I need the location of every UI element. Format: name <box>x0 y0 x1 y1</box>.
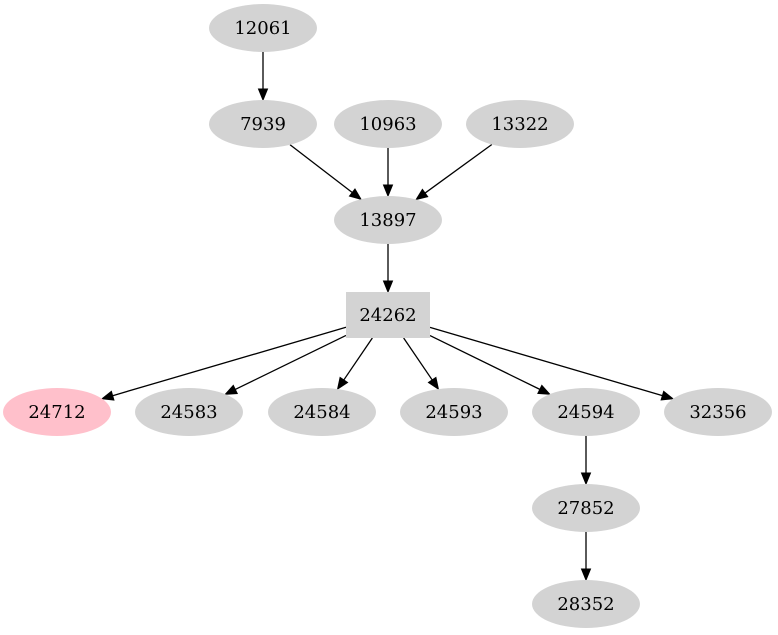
edge-24262-24583 <box>224 334 347 395</box>
arrowhead <box>660 390 675 401</box>
node-ellipse <box>209 4 317 52</box>
node-label: 24262 <box>359 305 416 326</box>
edge-24262-24584 <box>336 337 373 391</box>
arrowhead <box>382 280 394 294</box>
arrowhead <box>100 390 115 401</box>
arrowhead <box>415 188 429 201</box>
node-32356: 32356 <box>664 388 772 436</box>
edge-line <box>343 337 373 381</box>
arrowhead <box>336 376 349 391</box>
node-24593: 24593 <box>400 388 508 436</box>
arrowhead <box>257 88 269 102</box>
edge-line <box>234 334 347 391</box>
node-label: 12061 <box>234 18 291 39</box>
arrowhead <box>537 384 551 395</box>
node-24594: 24594 <box>532 388 640 436</box>
node-label: 28352 <box>557 594 614 615</box>
edge-24262-24593 <box>403 337 440 391</box>
edge-line <box>429 334 541 390</box>
node-ellipse <box>268 388 376 436</box>
arrowhead <box>580 568 592 582</box>
edge-13897-24262 <box>382 244 394 294</box>
node-label: 24584 <box>293 402 350 423</box>
edge-12061-7939 <box>257 52 269 102</box>
edge-24262-24594 <box>429 334 551 395</box>
node-label: 10963 <box>359 114 416 135</box>
node-label: 13897 <box>359 210 416 231</box>
edge-line <box>424 143 493 194</box>
node-label: 7939 <box>240 114 286 135</box>
node-ellipse <box>135 388 243 436</box>
node-7939: 7939 <box>209 100 317 148</box>
node-ellipse <box>334 100 442 148</box>
node-label: 24712 <box>28 402 85 423</box>
arrowhead <box>427 376 440 391</box>
edge-24262-24712 <box>100 326 347 401</box>
edge-24594-27852 <box>580 436 592 486</box>
edge-line <box>289 144 353 194</box>
node-ellipse <box>532 484 640 532</box>
node-label: 24583 <box>160 402 217 423</box>
edge-10963-13897 <box>382 148 394 198</box>
node-ellipse <box>532 580 640 628</box>
node-ellipse <box>400 388 508 436</box>
node-ellipse <box>466 100 574 148</box>
nodes-layer: 12061 7939 10963 13322 13897 24262 24712 24583 2… <box>3 4 772 628</box>
edge-27852-28352 <box>580 532 592 582</box>
node-ellipse <box>532 388 640 436</box>
node-ellipse <box>664 388 772 436</box>
node-10963: 10963 <box>334 100 442 148</box>
node-27852: 27852 <box>532 484 640 532</box>
node-ellipse <box>3 388 111 436</box>
edges-layer <box>100 52 675 582</box>
arrowhead <box>382 184 394 198</box>
node-13322: 13322 <box>466 100 574 148</box>
node-label: 32356 <box>689 402 746 423</box>
edge-line <box>403 337 433 381</box>
node-label: 24593 <box>425 402 482 423</box>
node-box <box>346 292 430 338</box>
node-24262: 24262 <box>346 292 430 338</box>
node-24712: 24712 <box>3 388 111 436</box>
edge-line <box>112 326 347 397</box>
arrowhead <box>224 384 239 395</box>
node-label: 24594 <box>557 402 614 423</box>
edge-24262-32356 <box>429 326 675 401</box>
node-label: 13322 <box>491 114 548 135</box>
node-13897: 13897 <box>334 196 442 244</box>
edge-13322-13897 <box>415 143 493 201</box>
arrowhead <box>580 472 592 486</box>
edge-line <box>429 326 663 397</box>
node-24584: 24584 <box>268 388 376 436</box>
node-ellipse <box>209 100 317 148</box>
arrowhead <box>348 188 362 201</box>
node-ellipse <box>334 196 442 244</box>
node-label: 27852 <box>557 498 614 519</box>
node-28352: 28352 <box>532 580 640 628</box>
node-24583: 24583 <box>135 388 243 436</box>
node-12061: 12061 <box>209 4 317 52</box>
edge-7939-13897 <box>289 144 362 201</box>
